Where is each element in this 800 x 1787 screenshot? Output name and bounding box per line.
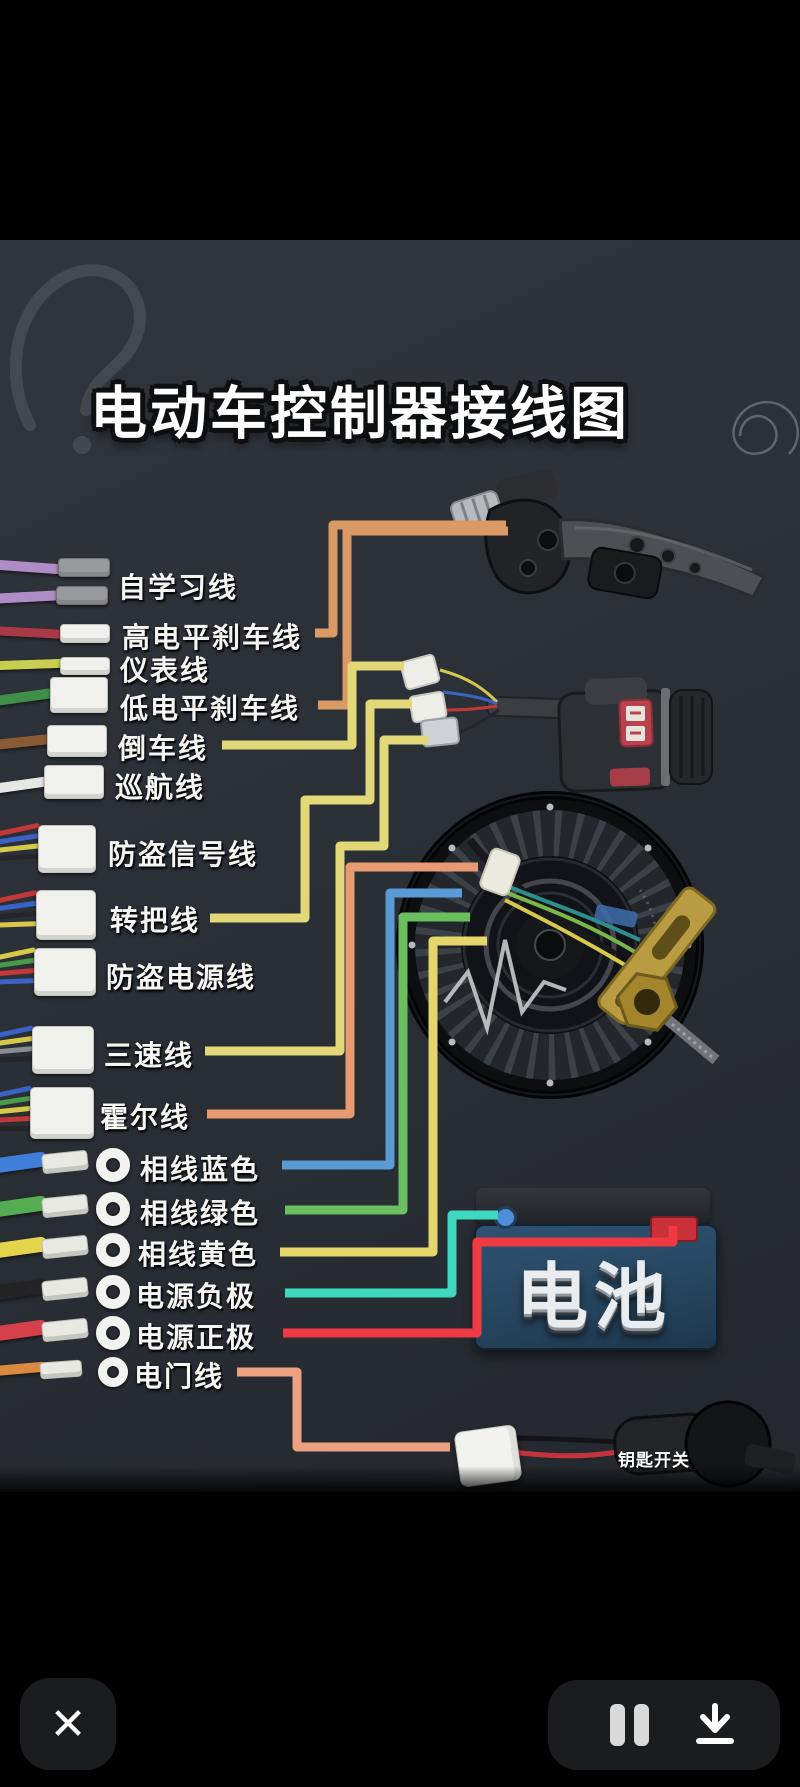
connector-brake-low [50,677,108,713]
key-switch-graphic [511,1400,796,1488]
connector-self-learn-2 [56,586,108,605]
brake-lever-graphic [450,469,767,600]
label-alarm-signal: 防盗信号线 [108,839,259,870]
connector-alarm-signal [38,825,96,873]
route-brake-low [318,526,508,710]
route-power-positive [283,1226,678,1338]
label-reverse: 倒车线 [118,733,209,764]
throttle-connector-3 [420,716,460,748]
ring-terminal-phase-yellow [96,1233,130,1267]
question-mark-sketch [9,264,146,431]
connector-throttle-handle [36,890,96,940]
label-hall: 霍尔线 [100,1102,191,1133]
route-phase-blue [282,888,462,1170]
spiral-sketch [732,400,800,455]
connector-cruise [44,765,104,799]
connector-reverse [47,725,107,757]
download-icon [696,1703,734,1744]
connector-brake-high [60,624,110,643]
throttle-grip-graphic [399,653,713,793]
route-brake-high [315,520,506,638]
route-ignition [237,1367,450,1452]
connector-alarm-power [34,948,96,996]
connector-three-speed [32,1026,94,1074]
label-three-speed: 三速线 [104,1040,195,1071]
connector-meter [60,657,110,675]
connector-hall [30,1087,94,1139]
label-cruise: 巡航线 [115,772,206,803]
media-photo[interactable]: 电池 钥匙开关 [0,240,800,1492]
throttle-connector-1 [399,653,441,691]
download-button[interactable] [666,1680,766,1770]
route-hall [207,862,478,1119]
label-meter: 仪表线 [120,655,211,686]
route-three-speed [205,735,428,1056]
route-phase-yellow [280,936,487,1257]
ring-terminal-power-positive [96,1316,130,1350]
route-phase-green [285,912,470,1215]
ring-terminal-ignition [98,1357,128,1387]
label-brake-high: 高电平刹车线 [122,622,303,653]
heartbeat-mark [443,939,567,1036]
label-throttle-handle: 转把线 [110,905,201,936]
ring-terminal-power-negative [96,1275,130,1309]
label-phase-yellow: 相线黄色 [138,1239,259,1270]
close-icon: ✕ [49,1699,87,1749]
ring-terminal-phase-blue [96,1148,130,1182]
label-ignition: 电门线 [134,1361,225,1392]
route-throttle-handle [210,699,412,923]
label-brake-low: 低电平刹车线 [120,693,301,724]
label-self-learn: 自学习线 [118,572,239,603]
ring-terminal-phase-green [96,1192,130,1226]
chalk-decor [9,264,800,455]
route-reverse [222,661,404,750]
wiring-routes [205,520,678,1452]
page-title: 电动车控制器接线图 [90,382,630,446]
connector-self-learn-1 [58,558,110,577]
label-phase-green: 相线绿色 [140,1198,261,1229]
media-controls [548,1680,780,1770]
battery-label: 电池 [515,1258,672,1338]
axle-nut [615,972,679,1032]
pause-icon [610,1704,625,1746]
label-phase-blue: 相线蓝色 [140,1154,261,1185]
close-button[interactable]: ✕ [20,1678,116,1770]
route-power-negative [285,1210,498,1298]
label-power-positive: 电源正极 [136,1322,257,1353]
label-alarm-power: 防盗电源线 [106,962,257,993]
label-power-negative: 电源负极 [136,1281,257,1312]
motor-connector [479,847,521,897]
pause-button[interactable] [568,1680,668,1770]
